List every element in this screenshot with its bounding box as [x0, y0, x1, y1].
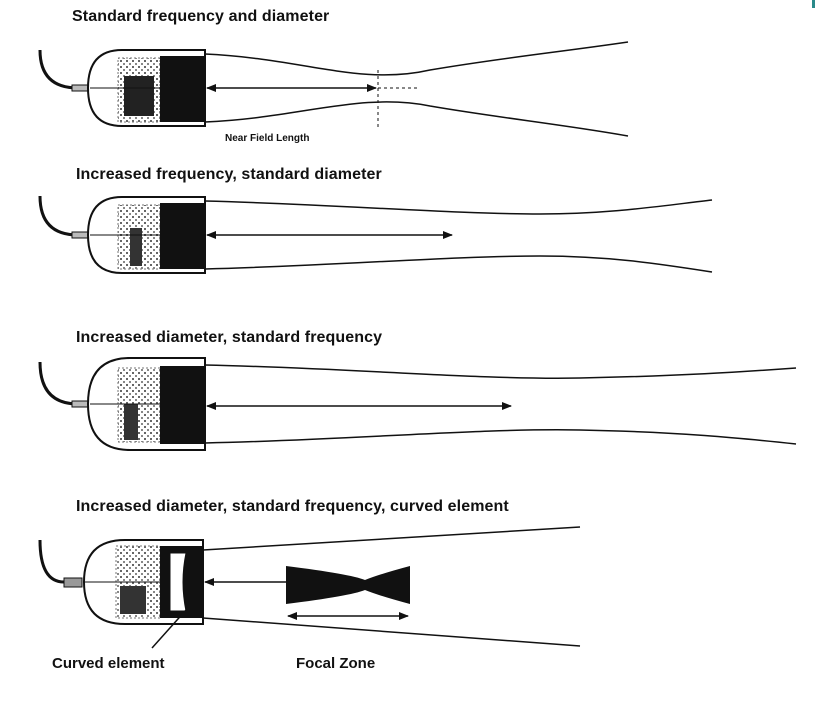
transducer-element	[160, 56, 204, 122]
cable-connector	[71, 400, 89, 408]
beam-upper	[204, 364, 797, 379]
cable	[38, 361, 90, 406]
beam-lower	[204, 255, 713, 273]
cable	[38, 539, 80, 584]
beam-lower	[202, 617, 581, 647]
cable-connector	[71, 84, 89, 92]
curved-element-pointer	[151, 609, 187, 649]
near-field-length-label: Near Field Length	[225, 133, 310, 144]
panel-title-2: Increased frequency, standard diameter	[76, 166, 382, 183]
transducer-element	[160, 203, 204, 269]
cable	[38, 195, 90, 237]
cable	[38, 49, 90, 90]
transducer-element	[160, 366, 204, 444]
panel-curved-element	[38, 526, 581, 649]
focal-zone-label: Focal Zone	[296, 655, 376, 672]
backing-dark	[120, 586, 146, 614]
panel-increased-frequency	[38, 195, 713, 274]
panel-title-4: Increased diameter, standard frequency, …	[76, 498, 509, 515]
panel-standard	[38, 41, 629, 137]
focal-zone-shape	[286, 566, 410, 604]
beam-lower	[204, 101, 629, 137]
backing-dark	[124, 404, 138, 440]
panel-increased-diameter	[38, 357, 797, 451]
cable-connector	[63, 577, 83, 588]
beam-upper	[202, 526, 581, 551]
curved-element-label: Curved element	[52, 655, 165, 672]
cable-connector	[71, 231, 89, 239]
panel-title-1: Standard frequency and diameter	[72, 8, 330, 25]
beam-upper	[204, 199, 713, 215]
beam-upper	[204, 41, 629, 76]
beam-lower	[204, 429, 797, 445]
corner-accent	[812, 0, 815, 8]
panel-title-3: Increased diameter, standard frequency	[76, 329, 383, 346]
backing-dark	[130, 228, 142, 266]
backing-dark	[124, 76, 154, 116]
